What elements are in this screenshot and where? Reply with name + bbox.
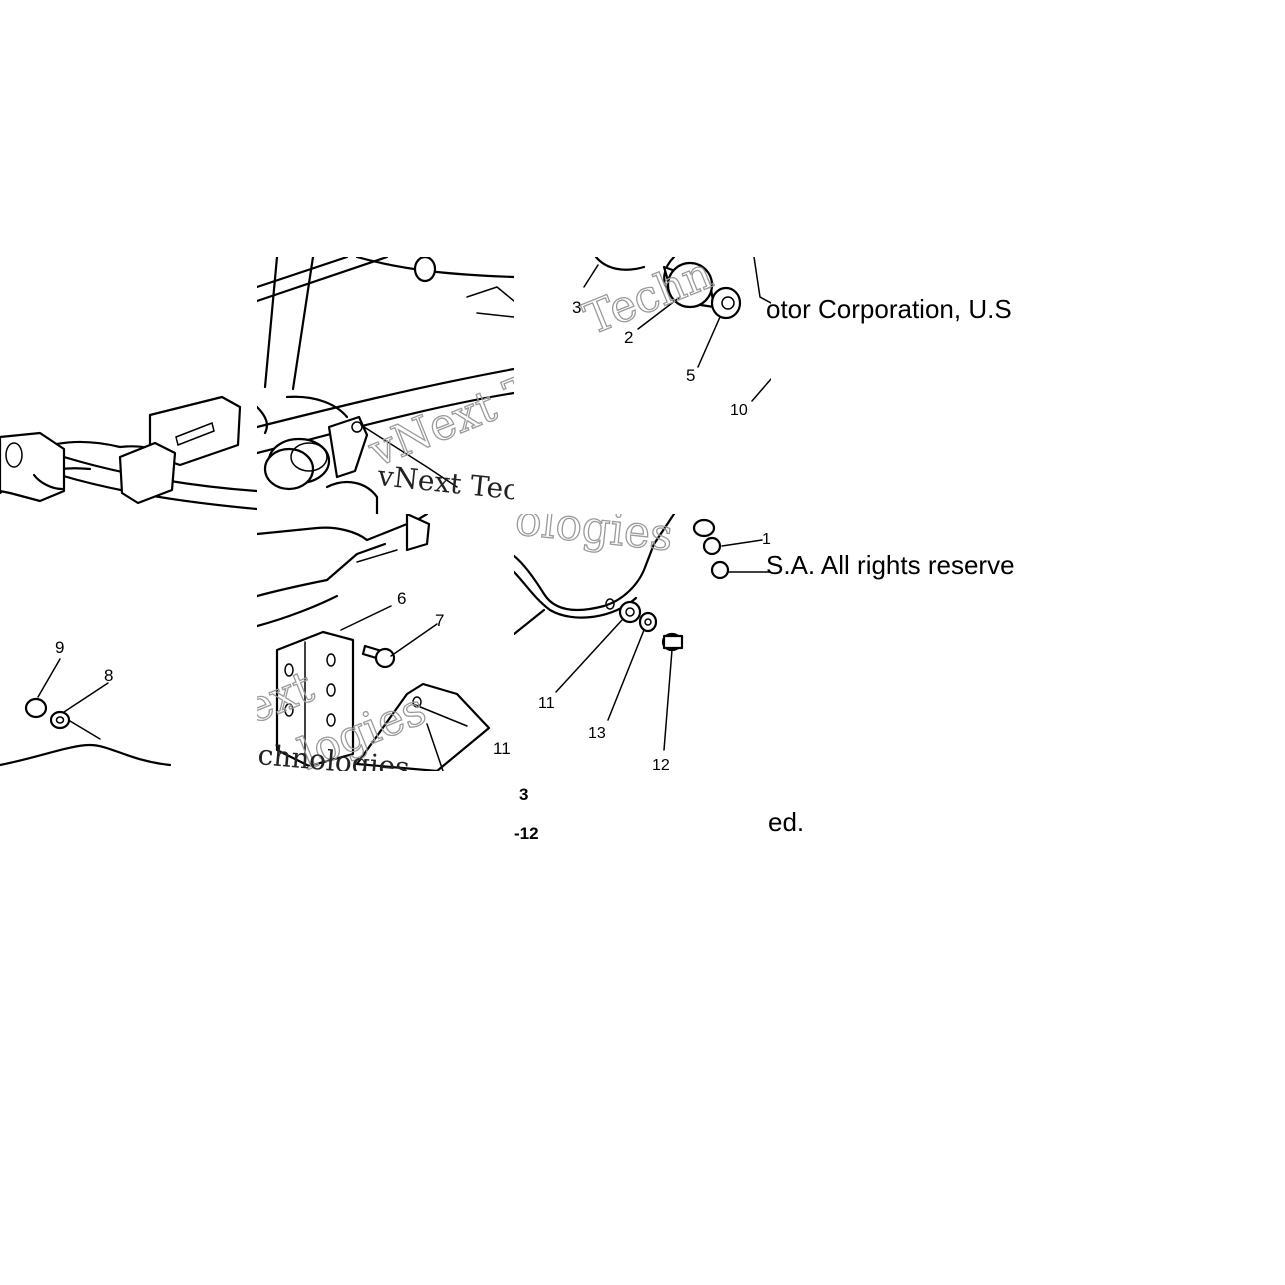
callout-3: 3 (572, 298, 581, 317)
copyright-line-3: ed. (768, 807, 805, 837)
callout-5: 5 (686, 366, 695, 385)
diagram-tile-center-top: vNext Tec vNext Tec (257, 257, 514, 514)
callout-8: 8 (104, 666, 113, 685)
frame-bar-drawing-left: 9 8 (0, 395, 257, 767)
callout-1: 1 (762, 531, 771, 548)
copyright-line-1: otor Corporation, U.S (766, 294, 1012, 324)
frame-tube-drawing: vNext Tec vNext Tec (257, 257, 514, 514)
callout-3-loose: 3 (519, 785, 529, 804)
callout-11-partial: 11 (493, 739, 511, 758)
copyright-line-2: S.A. All rights reserve (766, 550, 1015, 580)
mounting-bracket-drawing: 6 7 11 ext logies chnologies (257, 514, 511, 771)
diagram-tile-right-top: 3 2 5 10 Techn (514, 257, 771, 514)
watermark-fragment-mid2: ologies (514, 514, 675, 561)
callout-6: 6 (397, 589, 406, 608)
callout-11: 11 (538, 695, 555, 712)
watermark-fragment-mid: vNext Tec (361, 347, 514, 478)
callout-13: 13 (588, 725, 606, 742)
watermark-fragment-mid-solid: vNext Tec (375, 459, 514, 507)
callout-9: 9 (55, 638, 64, 657)
callout-10: 10 (730, 402, 748, 419)
callout-12: 12 (652, 757, 670, 771)
callout-7: 7 (435, 611, 444, 630)
callout-2: 2 (624, 328, 633, 347)
callout-12-loose: -12 (514, 824, 539, 843)
bushing-nut-drawing: 3 2 5 10 Techn (572, 257, 771, 419)
watermark-fragment-top: Techn (577, 257, 720, 345)
diagram-tile-left: 9 8 (0, 385, 257, 770)
diagram-tile-right-bottom: 1 11 13 12 ologies (514, 514, 771, 771)
diagram-tile-center-bottom: 6 7 11 ext logies chnologies (257, 514, 514, 771)
fastener-stack-drawing: 1 11 13 12 ologies (514, 514, 771, 771)
